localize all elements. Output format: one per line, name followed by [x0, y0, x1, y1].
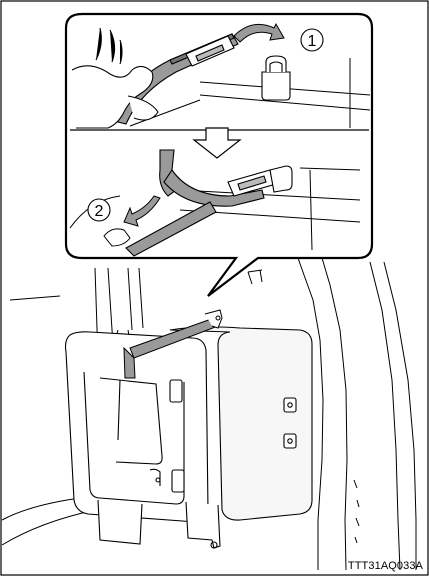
folded-seat: [66, 327, 313, 548]
figure-code: TTT31AQ033A: [348, 560, 423, 572]
step-2-marker: 2: [88, 199, 110, 221]
svg-text:2: 2: [95, 203, 104, 220]
step-1-marker: 1: [301, 29, 323, 51]
svg-text:1: 1: [308, 33, 317, 50]
anchor-clip: [262, 56, 290, 100]
